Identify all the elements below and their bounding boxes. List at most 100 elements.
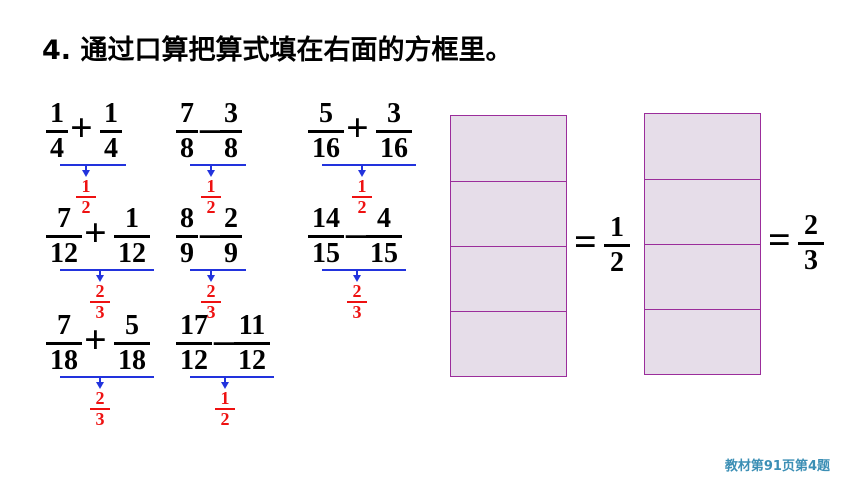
exercise-title: 4. 通过口算把算式填在右面的方框里。 [42,35,513,66]
underline [60,164,126,166]
equals-sign: = [768,217,791,262]
numerator: 11 [238,310,266,341]
fraction-bar [114,342,150,345]
fraction-bar [46,235,82,238]
answer-box-half[interactable] [450,115,567,377]
box-divider [451,181,566,182]
arrow-stem [224,376,226,383]
numerator: 1 [50,98,64,129]
plus-sign: + [84,317,107,362]
numerator: 2 [804,210,818,241]
arrow-stem [99,376,101,383]
denominator: 3 [95,302,105,322]
underline [60,269,154,271]
arrow-down-icon [221,382,229,389]
fraction-bar [100,130,122,133]
arrow-down-icon [207,275,215,282]
minus-sign: – [346,210,366,255]
fraction-bar [352,196,372,198]
fraction-bar [366,235,402,238]
denominator: 3 [804,245,818,276]
numerator: 14 [312,203,340,234]
fraction-bar [308,235,344,238]
fraction-bar [90,301,110,303]
arrow-stem [210,164,212,171]
box-divider [451,311,566,312]
fraction-bar [176,130,198,133]
box-divider [645,309,760,310]
denominator: 12 [50,238,78,269]
fraction-bar [798,242,824,245]
denominator: 2 [81,197,91,217]
numerator: 7 [57,203,71,234]
box-divider [645,179,760,180]
numerator: 5 [319,98,333,129]
textbook-reference: 教材第91页第4题 [724,459,830,474]
denominator: 2 [220,409,230,429]
fraction-bar [234,342,270,345]
numerator: 1 [357,176,367,196]
numerator: 17 [180,310,208,341]
equals-sign: = [574,219,597,264]
minus-sign: – [200,105,220,150]
denominator: 16 [380,133,408,164]
numerator: 1 [220,388,230,408]
arrow-stem [361,164,363,171]
denominator: 2 [357,197,367,217]
plus-sign: + [84,210,107,255]
fraction-bar [176,342,212,345]
denominator: 8 [224,133,238,164]
numerator: 7 [180,98,194,129]
fraction-bar [176,235,198,238]
denominator: 18 [50,345,78,376]
denominator: 2 [610,247,624,278]
denominator: 2 [206,197,216,217]
numerator: 1 [81,176,91,196]
arrow-stem [356,269,358,276]
underline [60,376,154,378]
underline [190,269,246,271]
arrow-down-icon [96,382,104,389]
underline [322,164,416,166]
numerator: 1 [125,203,139,234]
numerator: 3 [224,98,238,129]
numerator: 2 [224,203,238,234]
numerator: 3 [387,98,401,129]
denominator: 3 [206,302,216,322]
fraction-bar [201,196,221,198]
answer-box-two-thirds[interactable] [644,113,761,375]
denominator: 16 [312,133,340,164]
minus-sign: – [214,317,234,362]
fraction-bar [308,130,344,133]
denominator: 9 [224,238,238,269]
arrow-stem [99,269,101,276]
denominator: 4 [104,133,118,164]
fraction-bar [220,235,242,238]
denominator: 4 [50,133,64,164]
denominator: 18 [118,345,146,376]
numerator: 2 [95,388,105,408]
fraction-bar [376,130,412,133]
numerator: 2 [352,281,362,301]
box-divider [645,244,760,245]
